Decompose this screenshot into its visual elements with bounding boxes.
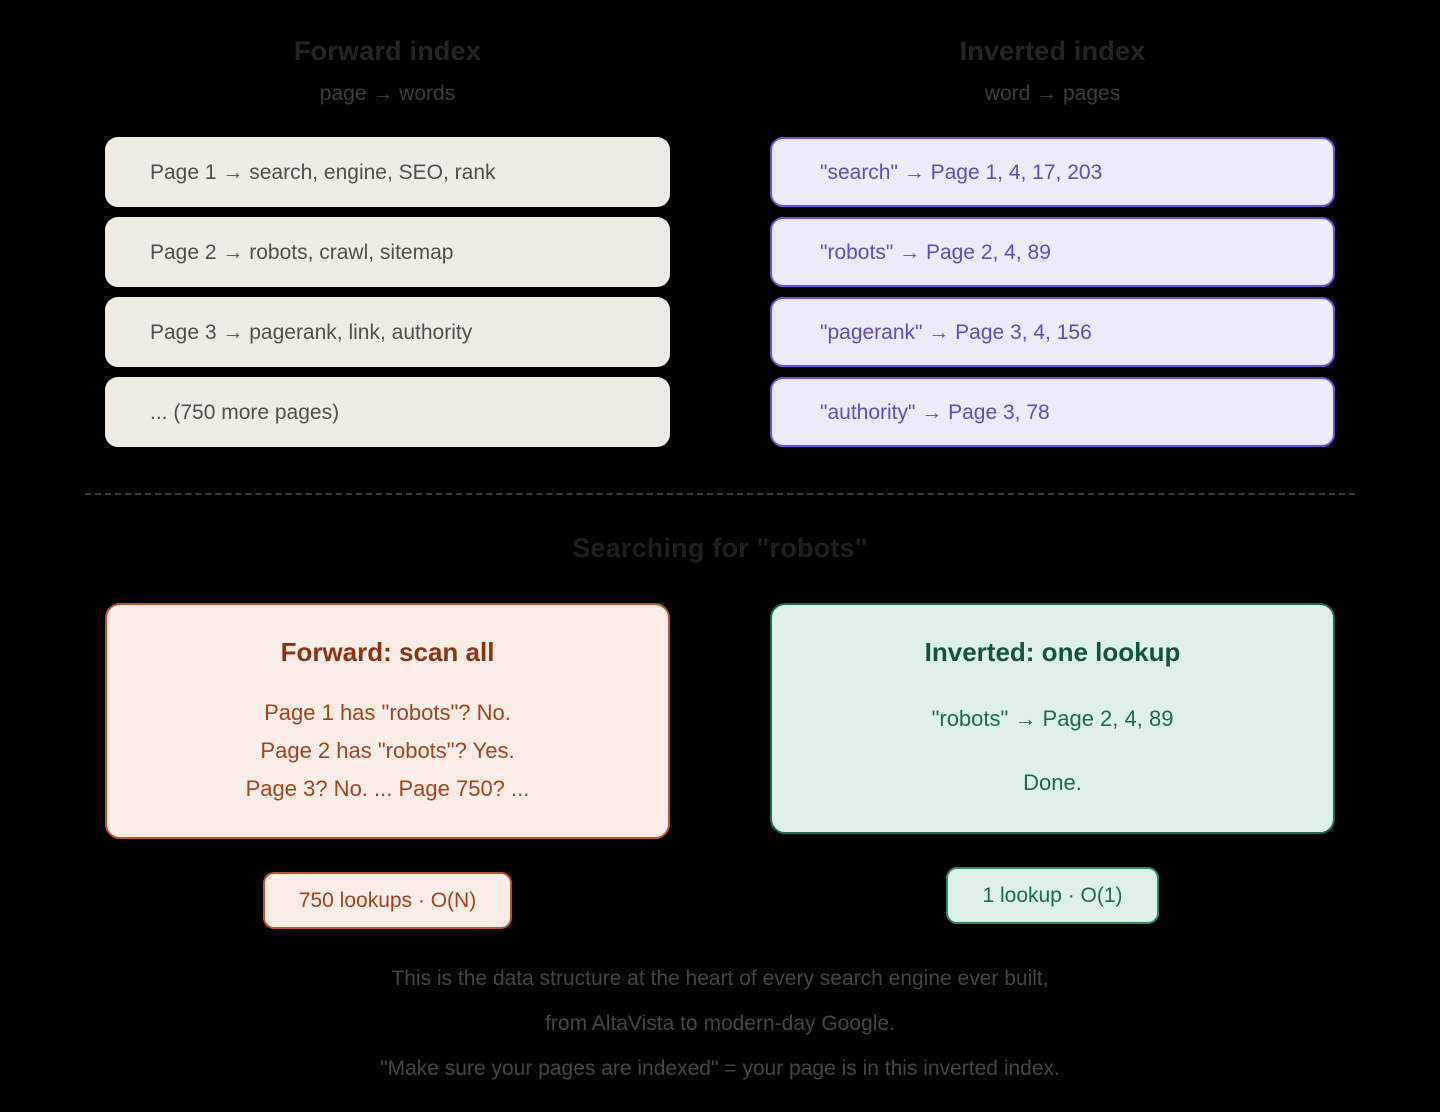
inverted-index-entry: "robots" → Page 2, 4, 89 [770,217,1335,287]
inverted-complexity-badge: 1 lookup · O(1) [946,866,1159,924]
forward-index-entry: ... (750 more pages) [105,377,670,447]
inverted-lookup-panel: Inverted: one lookup "robots" → Page 2, … [770,603,1335,834]
forward-index-entry: Page 3 → pagerank, link, authority [105,297,670,367]
footer-line: from AltaVista to modern-day Google. [545,1012,895,1035]
inverted-lookup-line: "robots" → Page 2, 4, 89 [931,706,1174,731]
inverted-index-entry: "search" → Page 1, 4, 17, 203 [770,137,1335,207]
forward-index-entry: Page 1 → search, engine, SEO, rank [105,137,670,207]
forward-complexity-badge: 750 lookups · O(N) [262,872,513,930]
inverted-index-subtitle: word → pages [984,82,1121,105]
footer-line: "Make sure your pages are indexed" = you… [380,1057,1060,1080]
inverted-index-entry: "authority" → Page 3, 78 [770,377,1335,447]
forward-scan-body: Page 1 has "robots"? No. Page 2 has "rob… [133,694,642,807]
inverted-index-column: Inverted index word → pages "search" → P… [750,0,1355,447]
inverted-lookup-line: Done. [1023,769,1082,795]
footer-note: This is the data structure at the heart … [0,968,1440,1079]
forward-scan-column: Forward: scan all Page 1 has "robots"? N… [85,603,690,930]
forward-index-title: Forward index [293,36,482,66]
forward-index-card-stack: Page 1 → search, engine, SEO, rank Page … [105,137,670,447]
forward-scan-panel: Forward: scan all Page 1 has "robots"? N… [105,603,670,840]
forward-index-column: Forward index page → words Page 1 → sear… [85,0,690,447]
forward-index-entry: Page 2 → robots, crawl, sitemap [105,217,670,287]
inverted-lookup-body: "robots" → Page 2, 4, 89 Done. [798,694,1307,802]
inverted-index-card-stack: "search" → Page 1, 4, 17, 203 "robots" →… [770,137,1335,447]
forward-scan-line: Page 2 has "robots"? Yes. [260,737,515,763]
inverted-lookup-column: Inverted: one lookup "robots" → Page 2, … [750,603,1355,929]
forward-scan-line: Page 3? No. ... Page 750? ... [245,775,530,801]
forward-index-subtitle: page → words [319,82,456,105]
index-columns: Forward index page → words Page 1 → sear… [0,0,1440,447]
inverted-index-entry: "pagerank" → Page 3, 4, 156 [770,297,1335,367]
footer-line: This is the data structure at the heart … [391,967,1049,990]
inverted-lookup-title: Inverted: one lookup [924,637,1181,667]
comparison-panels: Forward: scan all Page 1 has "robots"? N… [85,603,1355,930]
searching-heading: Searching for "robots" [572,533,868,563]
forward-scan-line: Page 1 has "robots"? No. [264,700,511,725]
section-divider [85,493,1355,495]
inverted-index-title: Inverted index [959,36,1146,66]
forward-scan-title: Forward: scan all [280,637,495,667]
